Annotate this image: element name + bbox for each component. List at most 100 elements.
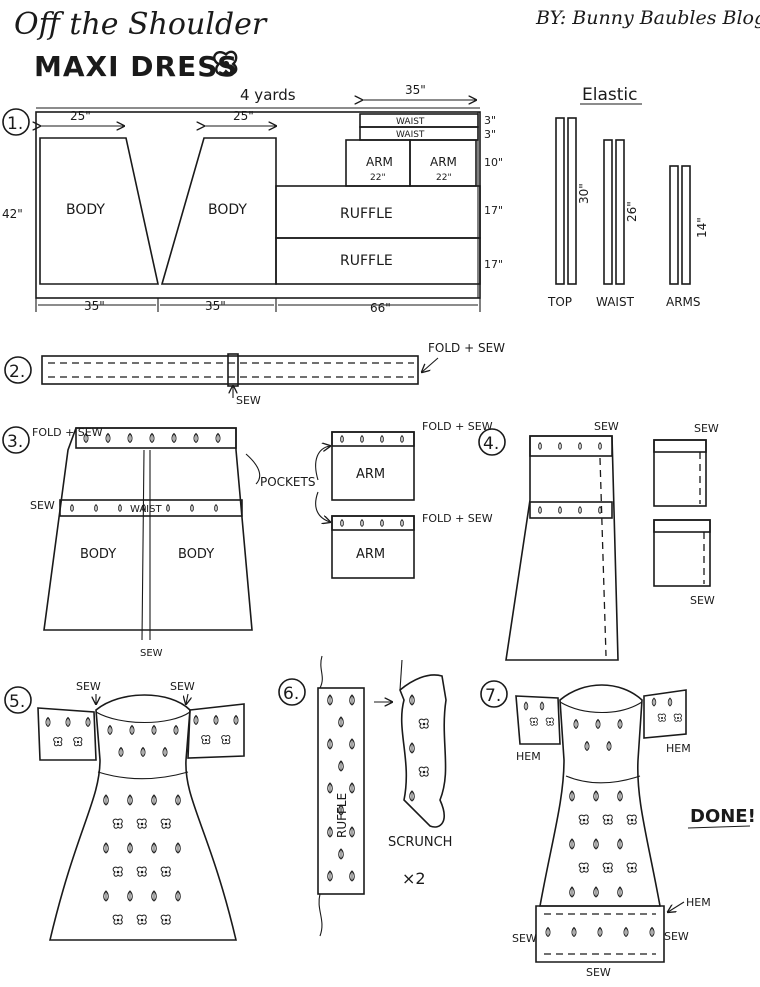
print-motif [149, 433, 155, 443]
print-motif [593, 838, 599, 850]
elastic-waist-2 [615, 139, 625, 285]
elastic-waist-1 [603, 139, 613, 285]
dim-bottom-ruffle: 66" [370, 301, 391, 315]
step-3-waist-label: WAIST [130, 504, 162, 515]
arm-dim-1: 22" [370, 173, 386, 183]
print-motif [667, 697, 673, 707]
print-motif [545, 717, 554, 726]
body-piece-1 [39, 137, 159, 285]
elastic-arms-length: 14" [695, 217, 709, 238]
skirt-front [43, 427, 253, 631]
ruffle-piece-2 [275, 237, 481, 285]
sleeve-right-5 [187, 703, 245, 759]
print-motif [193, 433, 199, 443]
step-4-sew-right: SEW [694, 422, 719, 435]
step-3-fold-sew-bottom: FOLD + SEW [422, 512, 493, 525]
print-motif [136, 914, 147, 925]
arm-label-2: ARM [430, 155, 457, 169]
arm-label-1: ARM [366, 155, 393, 169]
dim-height: 42" [2, 207, 23, 221]
print-motif [349, 826, 355, 838]
print-motif [151, 890, 157, 902]
print-motif [349, 782, 355, 794]
print-motif [193, 715, 199, 725]
print-motif [105, 433, 111, 443]
print-motif [593, 790, 599, 802]
dim-17b: 17" [484, 258, 503, 271]
print-motif [651, 697, 657, 707]
print-motif [545, 927, 551, 937]
print-motif [160, 866, 171, 877]
print-motif [584, 741, 590, 751]
print-motif [129, 725, 135, 735]
step-5-attach-sleeves: 5. SEW SEW [4, 680, 245, 941]
print-motif [569, 886, 575, 898]
step-6-ruffle-label: RUFFLE [335, 793, 349, 838]
print-motif [623, 927, 629, 937]
print-motif [569, 790, 575, 802]
step-2-fold-sew: FOLD + SEW [428, 341, 505, 355]
print-motif [558, 506, 562, 514]
dim-waist-width: 35" [405, 83, 426, 97]
step-1-badge [2, 108, 30, 136]
print-motif [127, 794, 133, 806]
print-motif [578, 814, 589, 825]
print-motif [360, 519, 364, 527]
step-4-number: 4. [483, 434, 499, 454]
print-motif [215, 433, 221, 443]
print-motif [327, 826, 333, 838]
print-motif [529, 717, 538, 726]
step-5-number: 5. [9, 692, 25, 712]
step-6-scrunch: SCRUNCH [388, 835, 452, 850]
print-motif [213, 715, 219, 725]
yardage-label: 4 yards [240, 86, 296, 104]
print-motif [380, 519, 384, 527]
step-1-cutting-layout: 1. 4 yards 25" BODY 25" BODY 42" 35" 35"… [2, 83, 503, 315]
print-motif [107, 725, 113, 735]
print-motif [578, 442, 582, 450]
step-3-sew-left: SEW [30, 499, 55, 512]
print-motif [602, 862, 613, 873]
header: Off the Shoulder MAXI DRESS BY: Bunny Ba… [14, 7, 760, 83]
print-motif [380, 435, 384, 443]
print-motif [175, 842, 181, 854]
print-motif [538, 442, 542, 450]
scrunched-ruffle [399, 674, 447, 828]
sew-bottom-7: SEW [586, 966, 611, 979]
print-motif [617, 719, 623, 729]
print-motif [127, 842, 133, 854]
waist-label-1: WAIST [396, 117, 425, 127]
print-motif [160, 818, 171, 829]
print-motif [409, 742, 415, 754]
print-motif [595, 719, 601, 729]
print-motif [65, 717, 71, 727]
step-2-fold-sew: 2. SEW FOLD + SEW [4, 341, 505, 407]
print-motif [166, 504, 170, 512]
print-motif [657, 713, 666, 722]
print-motif [349, 870, 355, 882]
print-motif [617, 790, 623, 802]
body-label-1: BODY [66, 202, 105, 218]
elastic-waist-label: WAIST [596, 295, 635, 309]
print-motif [571, 927, 577, 937]
ruffle-strip [317, 687, 365, 895]
print-motif [338, 848, 344, 860]
dim-top-body-1: 25" [70, 109, 91, 123]
step-4-sew-top: SEW [594, 420, 619, 433]
print-motif [103, 794, 109, 806]
step-4-sew-bottom: SEW [690, 594, 715, 607]
print-motif [400, 519, 404, 527]
print-motif [409, 694, 415, 706]
elastic-top-length: 30" [577, 183, 591, 204]
sleeve-folded-1 [653, 439, 707, 507]
print-motif [127, 433, 133, 443]
print-motif [539, 701, 545, 711]
sleeve-folded-2 [653, 519, 711, 587]
print-motif [602, 814, 613, 825]
print-motif [573, 719, 579, 729]
print-motif [171, 433, 177, 443]
dim-bottom-body-2: 35" [205, 299, 226, 313]
print-motif [140, 747, 146, 757]
elastic-section: Elastic 30" 26" 14" TOP WAIST ARMS [547, 85, 709, 309]
title-line1: Off the Shoulder [14, 7, 268, 42]
